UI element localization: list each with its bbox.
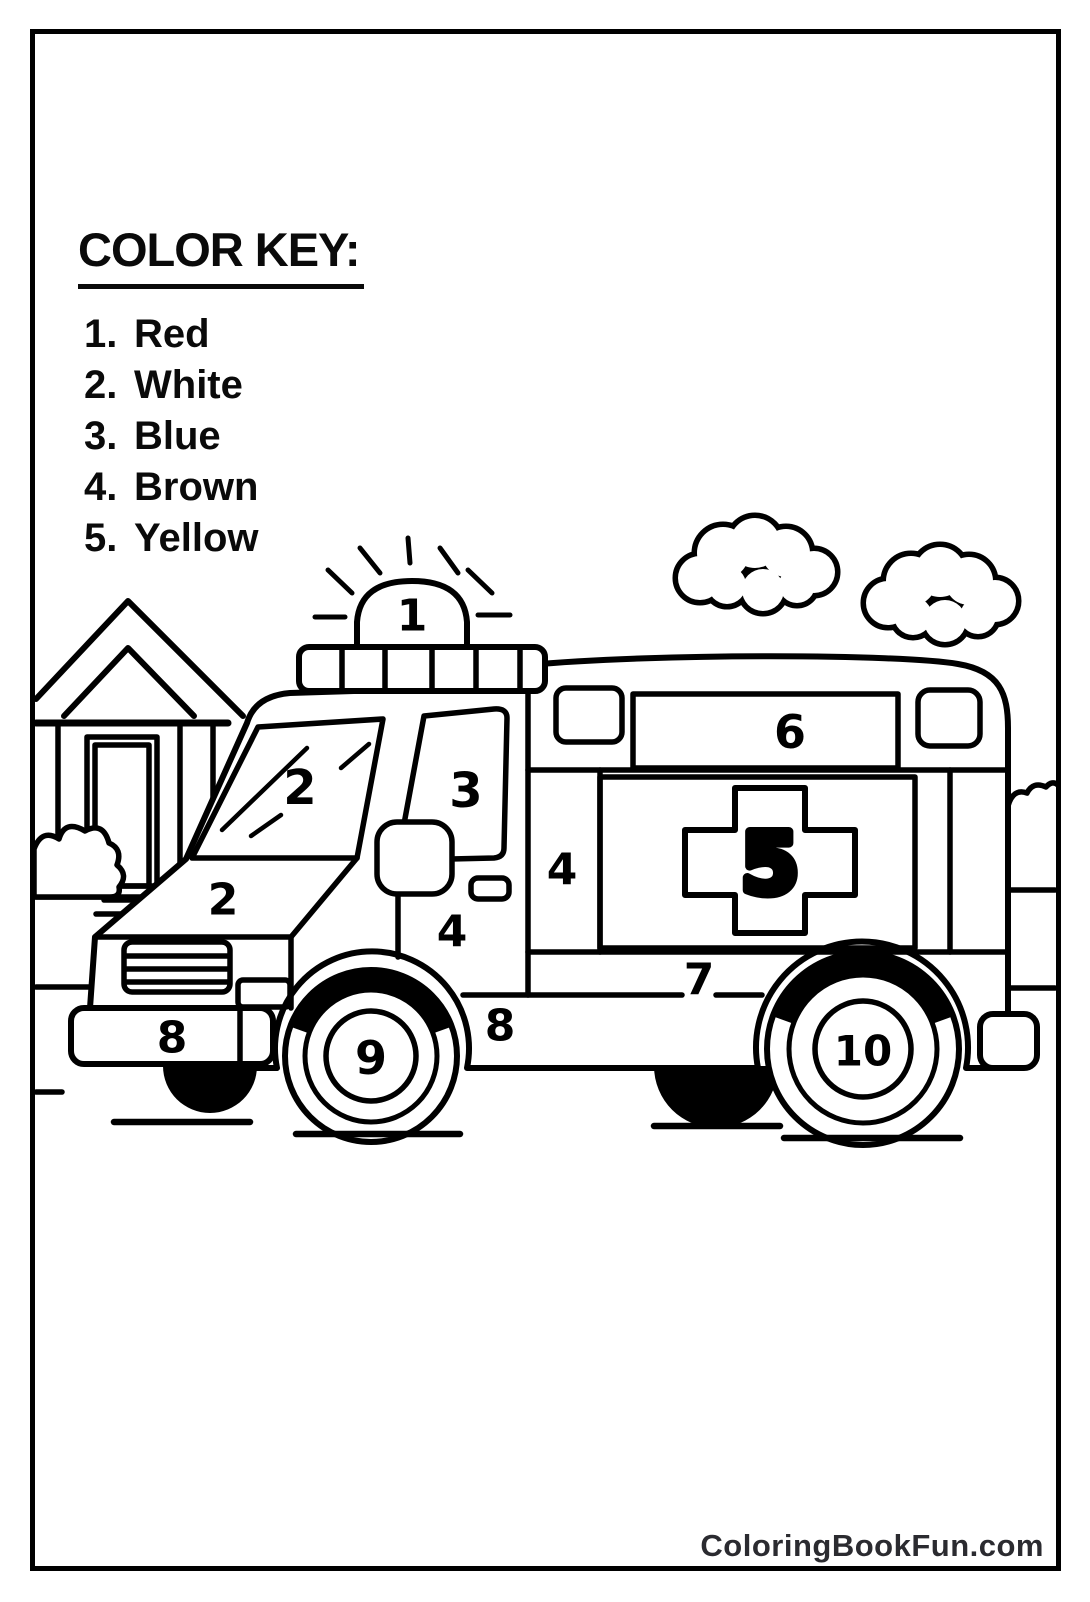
front-wheel: 9 bbox=[282, 967, 460, 1145]
main-panel bbox=[597, 774, 918, 951]
roof-light-bar bbox=[296, 644, 548, 694]
box-front-window bbox=[553, 685, 625, 745]
ground-lines bbox=[110, 1118, 964, 1142]
color-key-name: Yellow bbox=[134, 516, 259, 560]
door-window-number: 3 bbox=[449, 763, 482, 819]
bush-right-icon bbox=[1005, 780, 1061, 809]
color-key-number: 3. bbox=[84, 414, 118, 458]
color-key-item: 3. Blue bbox=[84, 414, 259, 465]
color-key-name: White bbox=[134, 363, 243, 407]
color-key-number: 2. bbox=[84, 363, 118, 407]
upper-panel-number: 6 bbox=[774, 705, 806, 759]
ambulance-body bbox=[87, 653, 1011, 1071]
box-rear-window bbox=[915, 687, 983, 749]
ambulance-details: 2 2 3 4 6 4 5 7 8 bbox=[68, 685, 1040, 1071]
bush-left-icon bbox=[31, 823, 127, 900]
color-key-number: 1. bbox=[84, 312, 118, 356]
skirt-number: 7 bbox=[684, 955, 715, 1006]
rear-bumper bbox=[977, 1011, 1040, 1071]
front-bumper-number: 8 bbox=[157, 1013, 188, 1064]
color-key-name: Blue bbox=[134, 414, 221, 458]
front-bumper: 8 bbox=[68, 1005, 276, 1067]
color-key-number: 4. bbox=[84, 465, 118, 509]
color-key-heading: COLOR KEY: bbox=[78, 222, 364, 289]
rocker-number: 8 bbox=[485, 1001, 516, 1052]
beacon-light-icon: 1 bbox=[312, 535, 513, 653]
color-key-name: Brown bbox=[134, 465, 259, 509]
color-key-name: Red bbox=[134, 312, 210, 356]
door-handle bbox=[468, 875, 512, 902]
beacon-number: 1 bbox=[397, 591, 428, 642]
color-key-item: 2. White bbox=[84, 363, 259, 414]
hood-number: 2 bbox=[208, 875, 239, 926]
windshield-number: 2 bbox=[283, 760, 316, 816]
color-key-item: 4. Brown bbox=[84, 465, 259, 516]
side-strip-number: 4 bbox=[547, 845, 578, 896]
color-key-item: 5. Yellow bbox=[84, 516, 259, 567]
medical-cross-icon bbox=[682, 785, 858, 936]
rear-wheel: 10 bbox=[764, 950, 962, 1148]
rear-wheel-number: 10 bbox=[834, 1027, 892, 1076]
watermark-url: ColoringBookFun.com bbox=[700, 1528, 1044, 1563]
cloud-icon bbox=[860, 541, 1022, 648]
color-key-item: 1. Red bbox=[84, 312, 259, 363]
color-key-number: 5. bbox=[84, 516, 118, 560]
color-key-list: 1. Red 2. White 3. Blue 4. Brown 5. Yell… bbox=[84, 312, 259, 567]
cloud-icon bbox=[672, 512, 841, 617]
underbody-shadows bbox=[163, 1066, 778, 1128]
side-mirror-icon bbox=[374, 819, 455, 897]
front-wheel-number: 9 bbox=[355, 1031, 387, 1085]
cross-number: 5 bbox=[741, 815, 799, 913]
door-number: 4 bbox=[437, 907, 468, 958]
